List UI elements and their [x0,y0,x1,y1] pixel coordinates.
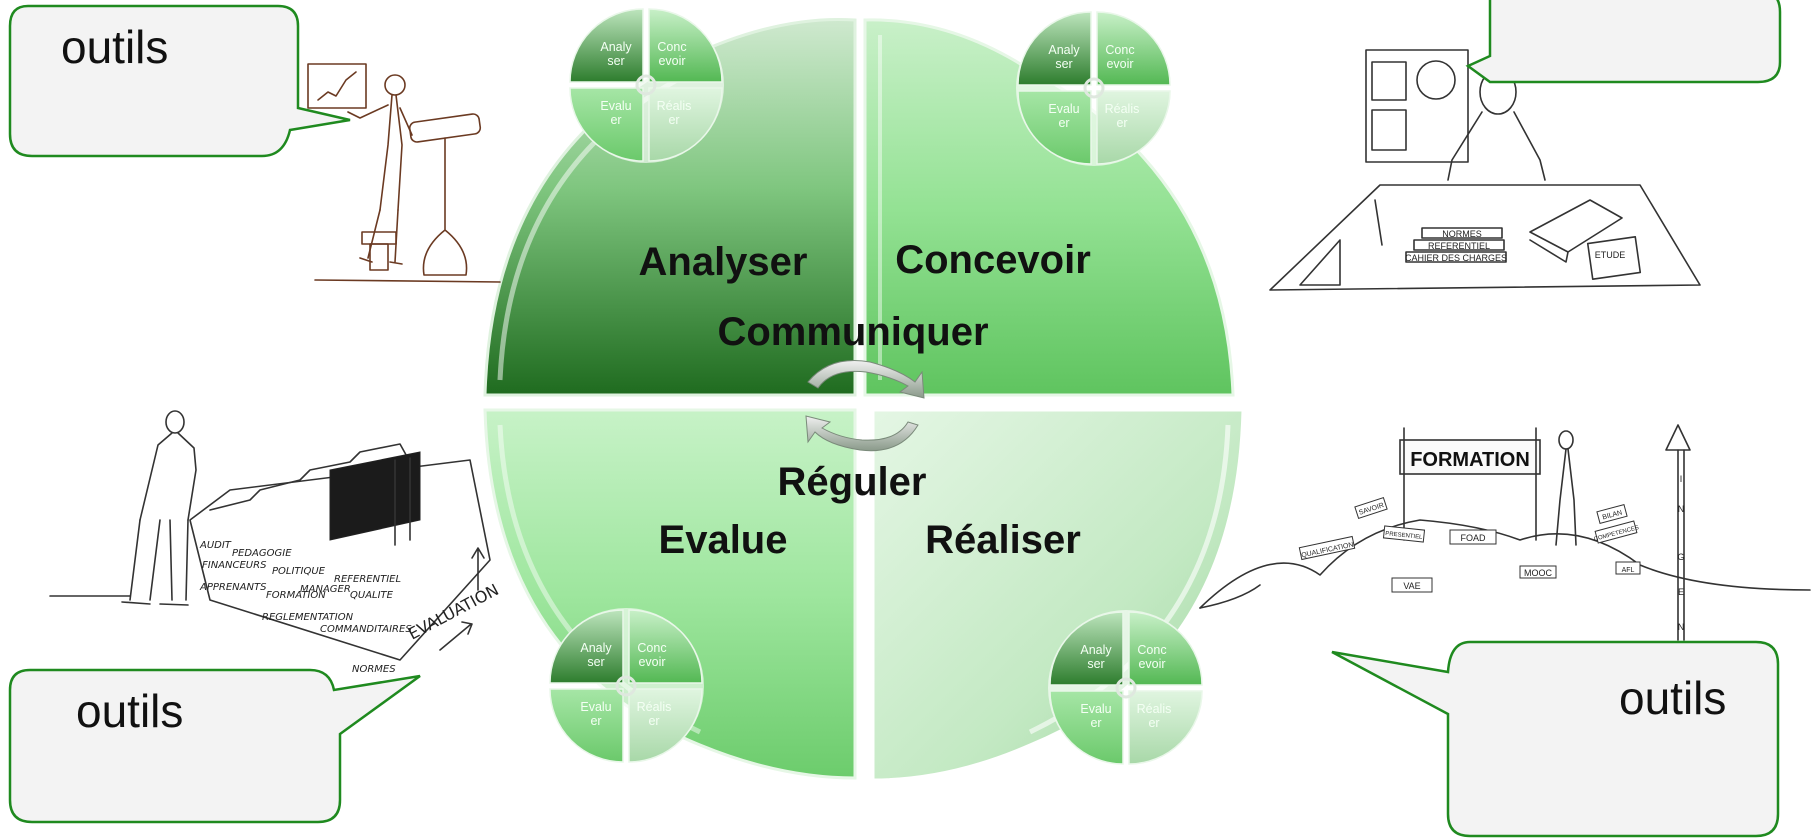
svg-text:Réalis: Réalis [1137,702,1172,716]
svg-text:VAE: VAE [1403,581,1420,591]
illustration-telescope-man [307,63,501,283]
svg-text:POLITIQUE: POLITIQUE [272,566,326,577]
illustration-formation-hill: FORMATION I N G E N FOAD VAE MOOC QUALIF… [1199,424,1811,641]
bubble-text-top-left: outils [61,21,168,73]
svg-text:Réalis: Réalis [637,700,672,714]
illustration-evaluation-stairs: AUDIT PEDAGOGIE FINANCEURS POLITIQUE REF… [49,410,502,675]
bubble-text-bottom-left: outils [76,685,183,737]
svg-text:evoir: evoir [658,54,685,68]
svg-text:Analy: Analy [1080,643,1112,657]
label-concevoir: Concevoir [895,238,1091,282]
svg-text:QUALITE: QUALITE [350,590,394,601]
speech-bubble-top-right [1465,0,1782,84]
svg-text:Réalis: Réalis [657,99,692,113]
speech-bubble-top-left: outils [8,4,351,158]
svg-text:REFERENTIEL: REFERENTIEL [334,574,401,585]
label-analyser: Analyser [639,240,808,284]
svg-text:FOAD: FOAD [1460,533,1486,543]
arrow-communiquer-icon [807,360,925,399]
svg-text:evoir: evoir [1106,57,1133,71]
mini-wheel-bottom-left: Analy ser Conc evoir Evalu er Réalis er [546,606,706,766]
svg-text:Conc: Conc [1137,643,1166,657]
svg-text:REGLEMENTATION: REGLEMENTATION [262,612,354,623]
mini-wheel-top-right: Analy ser Conc evoir Evalu er Réalis er [1014,8,1174,168]
svg-text:ser: ser [607,54,624,68]
svg-text:Analy: Analy [1048,43,1080,57]
svg-text:Analy: Analy [600,40,632,54]
svg-text:FORMATION: FORMATION [266,590,326,601]
label-realiser: Réaliser [925,518,1081,562]
svg-text:ETUDE: ETUDE [1595,250,1626,260]
svg-text:er: er [1116,116,1127,130]
label-evalue: Evalue [659,518,788,562]
svg-text:er: er [648,714,659,728]
svg-text:ser: ser [587,655,604,669]
svg-text:Analy: Analy [580,641,612,655]
svg-text:evoir: evoir [1138,657,1165,671]
svg-text:NORMES: NORMES [1442,229,1482,239]
svg-text:CAHIER DES CHARGES: CAHIER DES CHARGES [1405,253,1507,263]
svg-text:Réalis: Réalis [1105,102,1140,116]
svg-text:MOOC: MOOC [1524,568,1552,578]
svg-text:E: E [1678,587,1684,597]
arrow-reguler-icon [805,415,919,452]
svg-text:Conc: Conc [1105,43,1134,57]
mini-wheel-bottom-right: Analy ser Conc evoir Evalu er Réalis er [1046,608,1206,768]
speech-bubble-bottom-left: outils [8,668,421,824]
central-wheel: Analyser Concevoir Communiquer Réguler E… [483,17,1245,782]
svg-text:REFERENTIEL: REFERENTIEL [1428,241,1490,251]
svg-text:er: er [1148,716,1159,730]
svg-text:ser: ser [1087,657,1104,671]
svg-text:G: G [1677,552,1684,562]
svg-text:er: er [590,714,601,728]
mini-wheel-top-left: Analy ser Conc evoir Evalu er Réalis er [566,5,726,165]
svg-text:evoir: evoir [638,655,665,669]
svg-text:er: er [668,113,679,127]
sign-formation: FORMATION [1410,449,1530,471]
speech-bubble-bottom-right: outils [1331,640,1780,838]
svg-text:N: N [1678,622,1685,632]
svg-text:MANAGER: MANAGER [300,584,351,595]
svg-text:APPRENANTS: APPRENANTS [199,582,267,593]
svg-text:I: I [1680,474,1683,484]
svg-text:FINANCEURS: FINANCEURS [202,560,267,571]
svg-text:Evalu: Evalu [580,700,611,714]
svg-text:NORMES: NORMES [352,664,396,675]
svg-text:EVALUATION: EVALUATION [405,580,502,644]
svg-text:N: N [1678,504,1685,514]
svg-text:AUDIT: AUDIT [199,540,232,551]
svg-text:Evalu: Evalu [1048,102,1079,116]
svg-text:AFL: AFL [1622,567,1635,574]
svg-text:er: er [610,113,621,127]
svg-text:Conc: Conc [657,40,686,54]
svg-text:er: er [1090,716,1101,730]
svg-text:er: er [1058,116,1069,130]
svg-text:PRESENTIEL: PRESENTIEL [1385,531,1423,541]
label-reguler: Réguler [778,460,927,504]
illustration-desk-man: NORMES REFERENTIEL CAHIER DES CHARGES ET… [1269,49,1701,291]
svg-text:COMMANDITAIRES: COMMANDITAIRES [320,624,412,635]
svg-text:BILAN: BILAN [1602,509,1623,521]
label-communiquer: Communiquer [717,310,988,354]
svg-text:Conc: Conc [637,641,666,655]
svg-text:PEDAGOGIE: PEDAGOGIE [232,548,292,559]
svg-text:Evalu: Evalu [600,99,631,113]
svg-text:ser: ser [1055,57,1072,71]
svg-text:Evalu: Evalu [1080,702,1111,716]
bubble-text-bottom-right: outils [1619,672,1726,724]
